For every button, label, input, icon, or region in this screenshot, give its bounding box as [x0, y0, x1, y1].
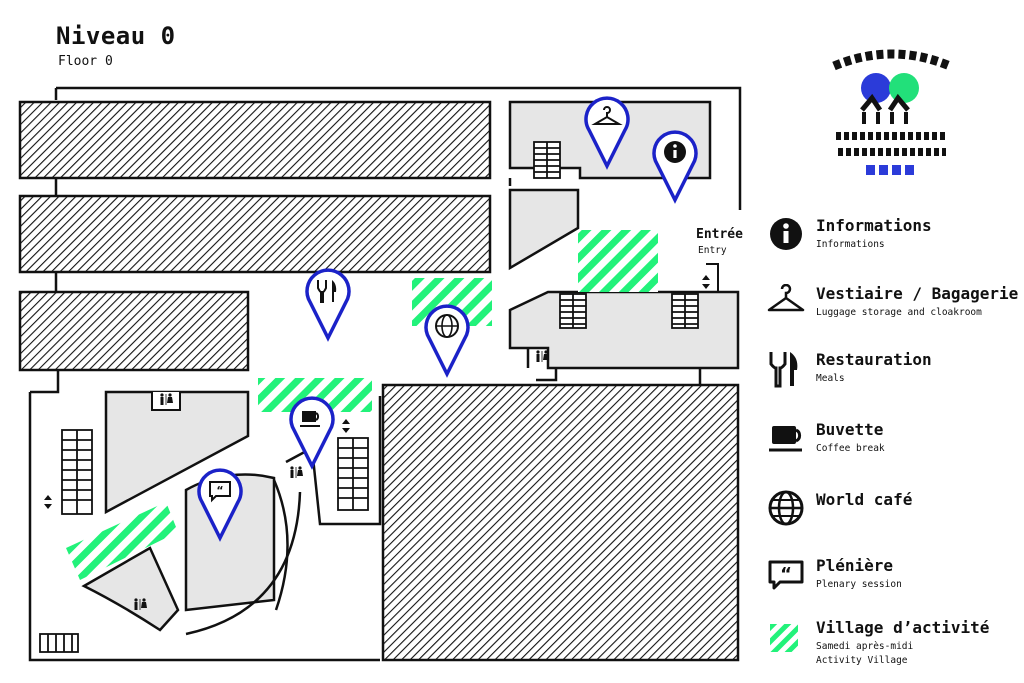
legend-item-world-cafe: World café — [766, 490, 1016, 542]
pin-hanger[interactable] — [584, 96, 630, 170]
fork-knife-icon — [769, 352, 798, 388]
pin-plenary[interactable]: “ — [197, 468, 243, 542]
svg-text:“: “ — [780, 564, 792, 585]
page-subtitle: Floor 0 — [58, 54, 113, 69]
globe-icon — [768, 490, 804, 526]
activity-village-zone — [66, 502, 178, 580]
info-icon — [770, 218, 802, 250]
legend-item-buvette: Buvette Coffee break — [766, 420, 1016, 472]
hanger-icon — [767, 284, 805, 312]
pin-coffee[interactable] — [289, 396, 335, 470]
entrance-sublabel: Entry — [698, 245, 727, 256]
legend-item-village: Village d’activité Samedi après-midi Act… — [766, 614, 1016, 674]
page-title: Niveau 0 — [56, 22, 176, 50]
speech-bubble-icon: “ — [768, 560, 804, 590]
legend-item-informations: Informations Informations — [766, 216, 1016, 268]
legend-item-pleniere: “ Plénière Plenary session — [766, 556, 1016, 608]
pin-restaurant[interactable] — [305, 268, 351, 342]
pin-world-cafe[interactable] — [424, 304, 470, 378]
activity-village-zone — [578, 230, 658, 292]
svg-text:“: “ — [216, 484, 223, 497]
entrance-label: Entrée — [696, 227, 743, 242]
festival-logo — [832, 49, 952, 175]
pin-info[interactable] — [652, 130, 698, 204]
legend-item-vestiaire: Vestiaire / Bagagerie Luggage storage an… — [766, 284, 1018, 336]
legend-item-restauration: Restauration Meals — [766, 350, 1016, 402]
village-hatch-icon — [770, 624, 798, 652]
coffee-cup-icon — [769, 426, 802, 452]
